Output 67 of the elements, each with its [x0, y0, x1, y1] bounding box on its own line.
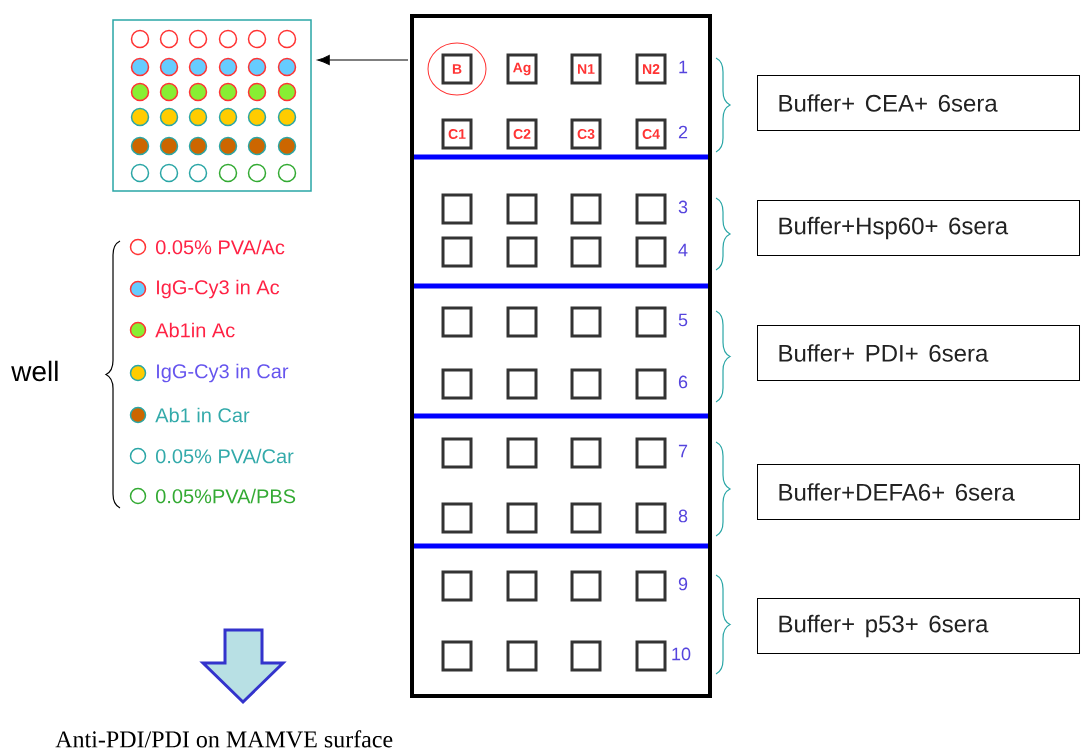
well-square — [570, 193, 602, 225]
well-square — [635, 570, 667, 602]
well-square — [506, 368, 538, 400]
row-number: 10 — [672, 647, 691, 661]
labeled-well: C4 — [635, 118, 667, 150]
condition-box: Buffer+ p53+ 6sera — [757, 598, 1080, 654]
row-number: 5 — [678, 313, 688, 327]
arrow — [317, 54, 409, 66]
legend-item: 0.05%PVA/PBS — [129, 487, 296, 505]
well-square — [441, 193, 473, 225]
labeled-well: B — [441, 53, 473, 85]
row-number: 6 — [678, 375, 688, 389]
well-square — [570, 437, 602, 469]
well-square — [441, 306, 473, 338]
well-square — [635, 368, 667, 400]
well-grid-drawing — [112, 19, 312, 192]
well-square — [441, 437, 473, 469]
condition-box: Buffer+Hsp60+ 6sera — [757, 200, 1080, 256]
row-number: 9 — [678, 577, 688, 591]
well-square — [506, 193, 538, 225]
labeled-well: C2 — [506, 118, 538, 150]
row-number: 3 — [678, 200, 688, 214]
well-square — [506, 437, 538, 469]
slide-frame — [410, 14, 712, 698]
labeled-well: C1 — [441, 118, 473, 150]
well-square — [570, 306, 602, 338]
well-square — [506, 306, 538, 338]
well-square — [506, 502, 538, 534]
row-number: 7 — [678, 444, 688, 458]
well-square — [570, 502, 602, 534]
well-square — [441, 570, 473, 602]
group-label: well — [11, 360, 58, 382]
well-square — [570, 640, 602, 672]
labeled-well: Ag — [506, 53, 538, 85]
well-square — [506, 570, 538, 602]
well-square — [441, 236, 473, 268]
well-square — [441, 502, 473, 534]
row-number: 1 — [679, 60, 688, 74]
row-number: 8 — [678, 509, 688, 523]
row-number: 2 — [678, 125, 688, 139]
well-square — [635, 193, 667, 225]
legend-item: Ab1 in Car — [129, 406, 250, 424]
legend-item: 0.05% PVA/Car — [129, 447, 294, 465]
legend-item: 0.05% PVA/Ac — [129, 238, 285, 256]
legend-item: Ab1in Ac — [129, 321, 235, 339]
well-square — [441, 640, 473, 672]
well-square — [506, 236, 538, 268]
well-square — [635, 306, 667, 338]
well-square — [441, 368, 473, 400]
labeled-well: C3 — [570, 118, 602, 150]
condition-box: Buffer+ CEA+ 6sera — [757, 75, 1080, 131]
well-square — [570, 570, 602, 602]
labeled-well: N1 — [570, 53, 602, 85]
well-square — [570, 236, 602, 268]
well-square — [635, 640, 667, 672]
well-square — [570, 368, 602, 400]
labeled-well: N2 — [635, 53, 667, 85]
caption-text: Anti-PDI/PDI on MAMVE surface — [55, 730, 393, 748]
legend-item: IgG-Cy3 in Car — [129, 363, 289, 383]
legend-item: IgG-Cy3 in Ac — [129, 279, 280, 299]
well-square — [635, 502, 667, 534]
row-number: 4 — [678, 243, 688, 257]
well-square — [635, 236, 667, 268]
condition-box: Buffer+DEFA6+ 6sera — [757, 464, 1080, 520]
well-square — [506, 640, 538, 672]
condition-box: Buffer+ PDI+ 6sera — [757, 325, 1080, 381]
well-square — [635, 437, 667, 469]
